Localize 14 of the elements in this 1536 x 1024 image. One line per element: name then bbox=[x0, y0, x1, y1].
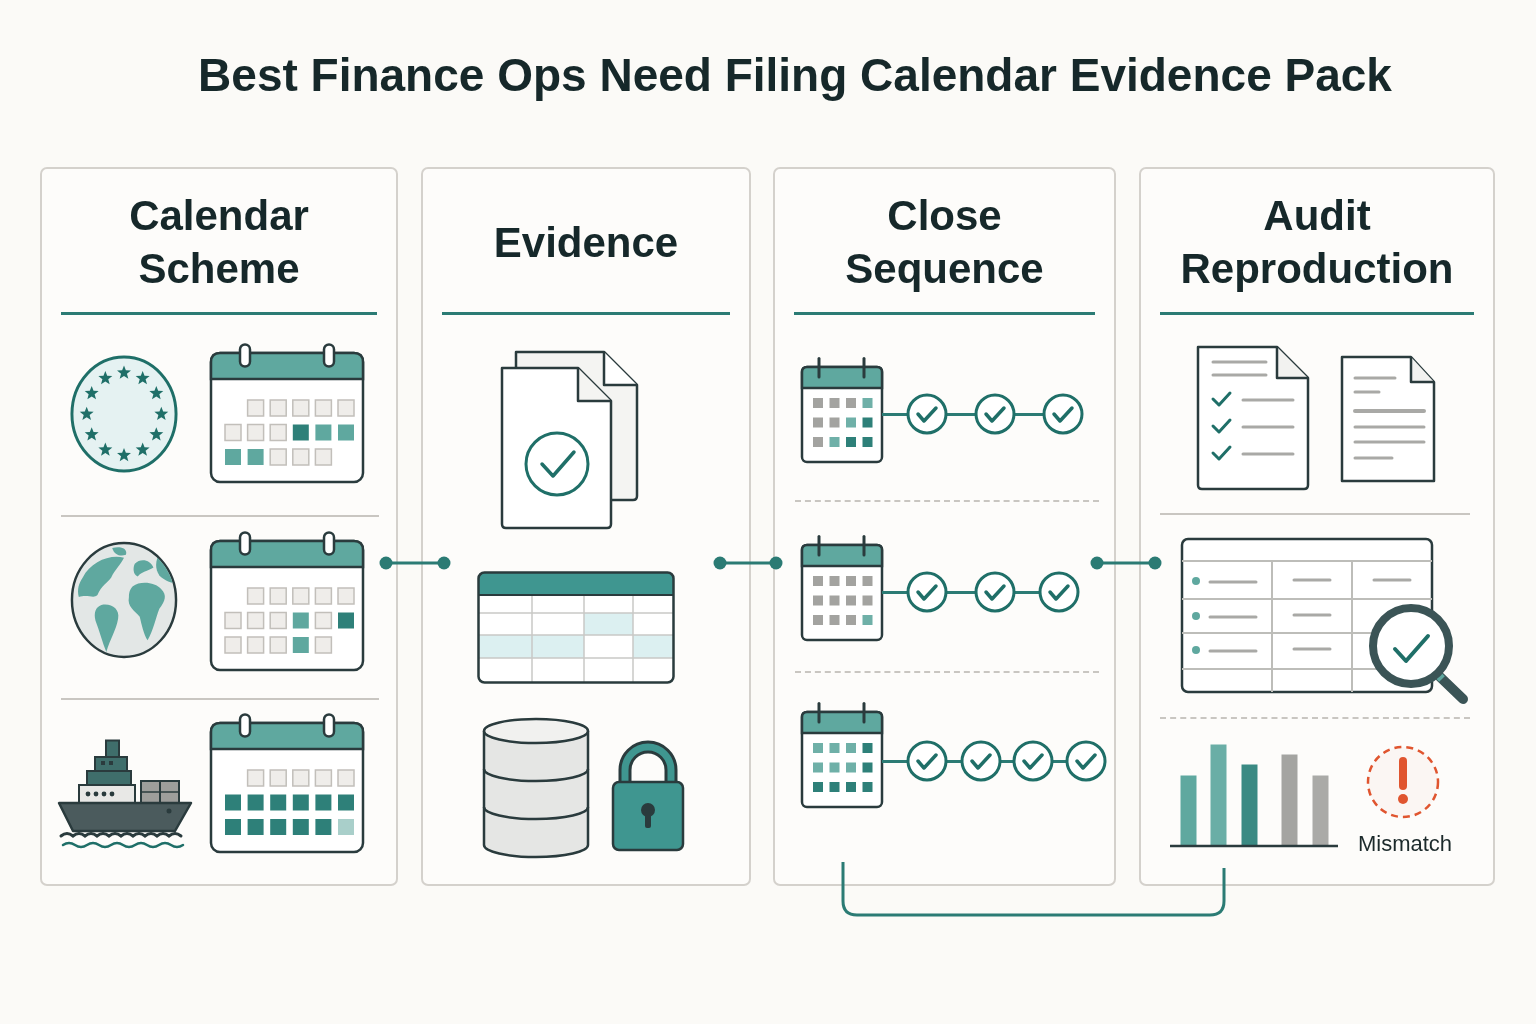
panel-heading: Evidence bbox=[493, 217, 679, 268]
connector bbox=[841, 862, 1226, 917]
panel-heading: Audit Reproduction bbox=[1179, 191, 1455, 294]
panel-card bbox=[40, 167, 398, 886]
connector bbox=[379, 556, 451, 570]
panel-heading: Close Sequence bbox=[844, 191, 1045, 294]
connector bbox=[1090, 556, 1162, 570]
diagram-title: Best Finance Ops Need Filing Calendar Evidence Pack bbox=[198, 48, 1392, 102]
text-label: Mismatch bbox=[1357, 831, 1453, 857]
panel-heading: Calendar Scheme bbox=[128, 191, 310, 294]
connector bbox=[713, 556, 783, 570]
panel-card bbox=[773, 167, 1116, 886]
panel-card bbox=[421, 167, 751, 886]
panel-card bbox=[1139, 167, 1495, 886]
